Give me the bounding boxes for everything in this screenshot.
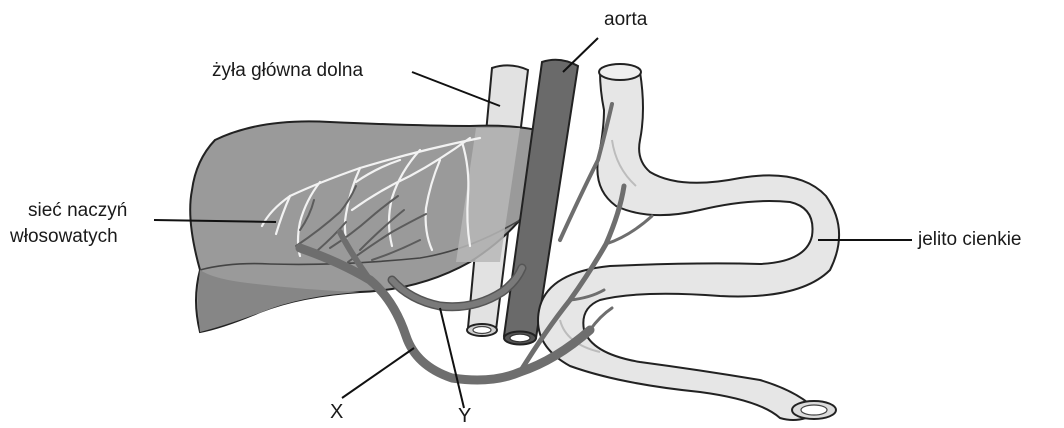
label-capillaries-1: sieć naczyń <box>28 200 127 222</box>
label-y: Y <box>458 405 471 427</box>
small-intestine <box>538 64 839 420</box>
label-x: X <box>330 401 343 423</box>
label-vena-cava: żyła główna dolna <box>212 60 363 82</box>
label-small-intestine: jelito cienkie <box>918 229 1022 251</box>
label-aorta: aorta <box>604 9 647 31</box>
label-capillaries-2: włosowatych <box>10 226 118 248</box>
